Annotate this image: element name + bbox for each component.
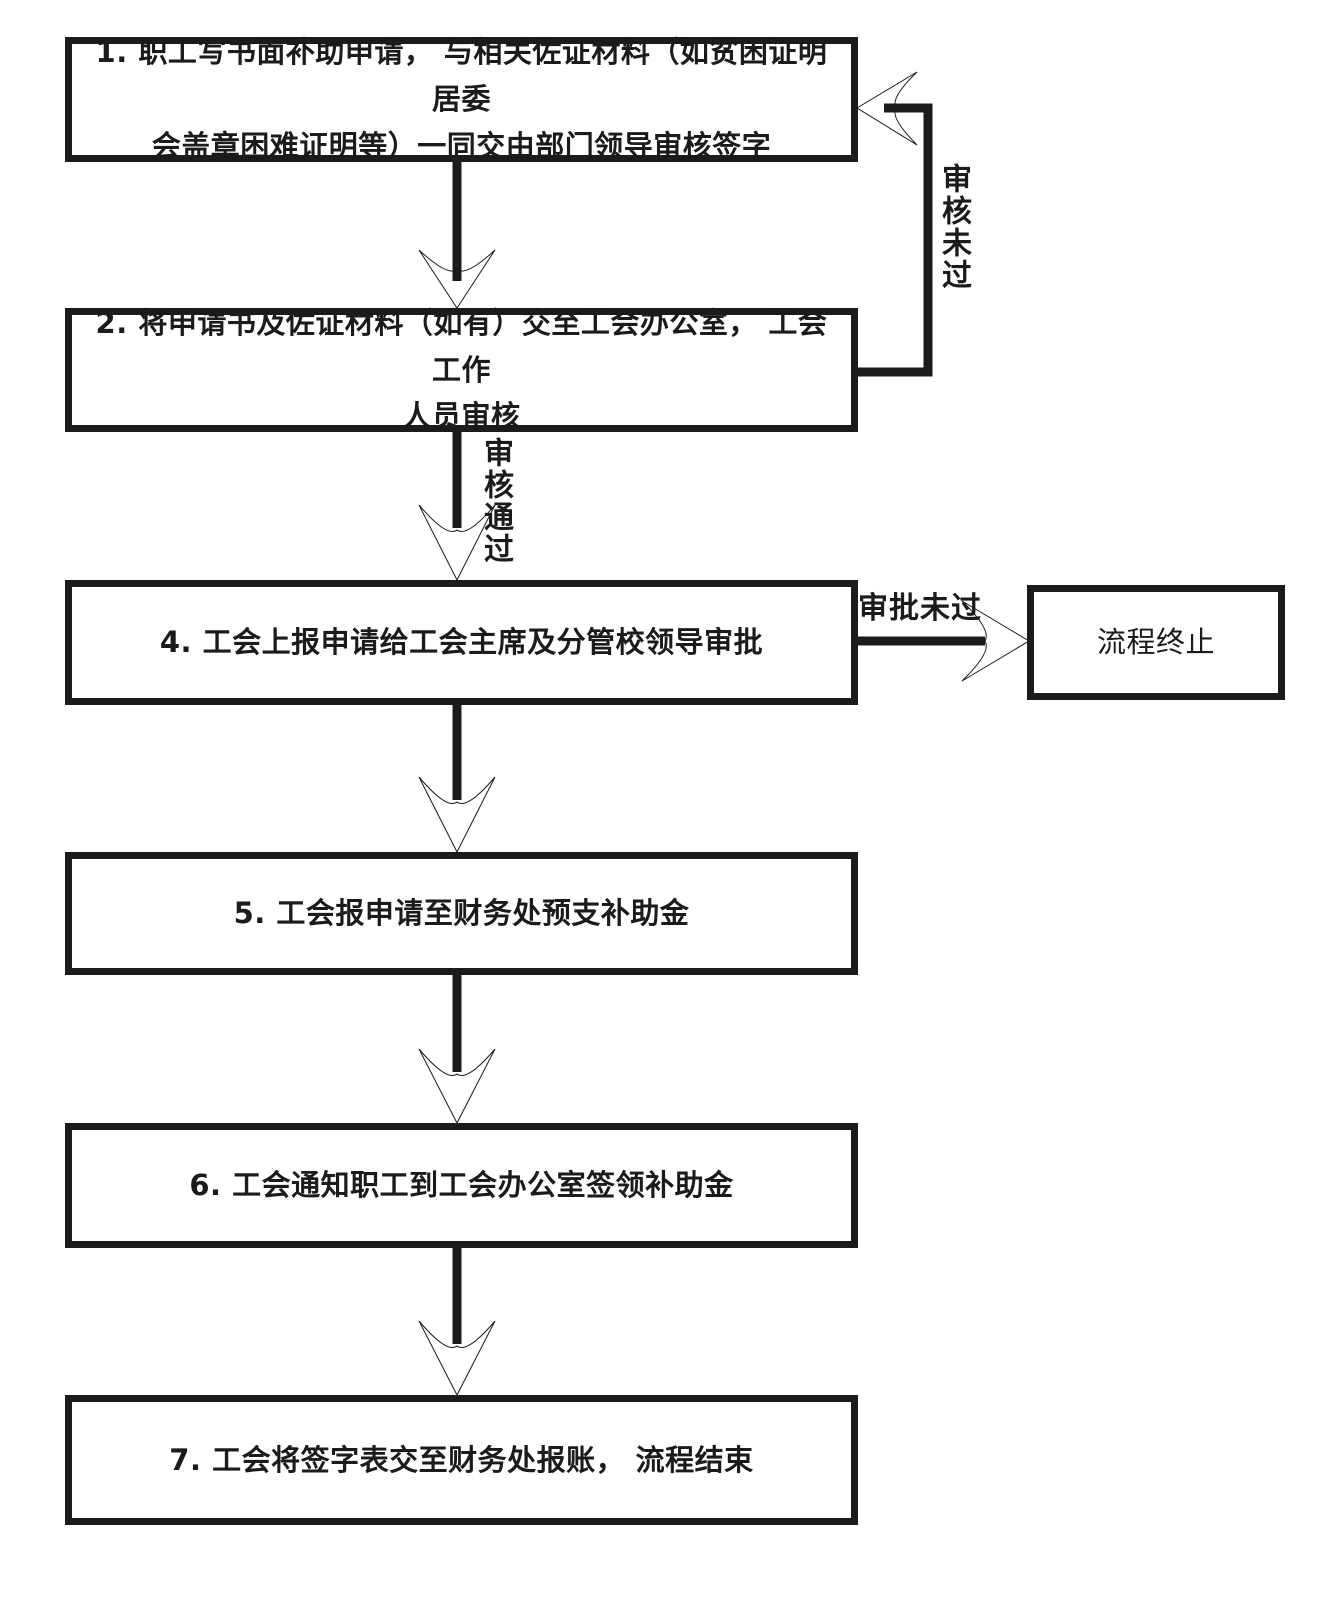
node-step1-label: 1. 职工写书面补助申请， 与相关佐证材料（如贫困证明居委 会盖章困难证明等）一… bbox=[95, 35, 828, 163]
node-step2[interactable]: 2. 将申请书及佐证材料（如有）交至工会办公室， 工会工作 人员审核 bbox=[65, 306, 858, 433]
node-step7[interactable]: 7. 工会将签字表交至财务处报账， 流程结束 bbox=[65, 1395, 858, 1525]
node-step1[interactable]: 1. 职工写书面补助申请， 与相关佐证材料（如贫困证明居委 会盖章困难证明等）一… bbox=[65, 35, 858, 163]
edge-label-approval-failed: 审批未过 bbox=[858, 591, 982, 626]
node-step6-label: 6. 工会通知职工到工会办公室签领补助金 bbox=[189, 1168, 734, 1203]
node-step2-label: 2. 将申请书及佐证材料（如有）交至工会办公室， 工会工作 人员审核 bbox=[95, 305, 828, 434]
node-step7-label: 7. 工会将签字表交至财务处报账， 流程结束 bbox=[169, 1442, 754, 1477]
edge-step2-step1-feedback-line bbox=[858, 103, 933, 377]
edge-step5-step6-arrowhead bbox=[418, 1048, 496, 1125]
edge-step6-step7-arrowhead bbox=[418, 1320, 496, 1397]
node-step4[interactable]: 4. 工会上报申请给工会主席及分管校领导审批 bbox=[65, 580, 858, 705]
node-terminate-label: 流程终止 bbox=[1096, 625, 1215, 660]
node-step5-label: 5. 工会报申请至财务处预支补助金 bbox=[233, 896, 690, 931]
edge-label-review-failed: 审核未过 bbox=[936, 163, 971, 291]
edge-step2-step1-arrowhead bbox=[856, 71, 918, 146]
node-step6[interactable]: 6. 工会通知职工到工会办公室签领补助金 bbox=[65, 1123, 858, 1248]
edge-label-review-passed: 审核通过 bbox=[478, 437, 513, 565]
node-step5[interactable]: 5. 工会报申请至财务处预支补助金 bbox=[65, 852, 858, 975]
edge-step4-step5-arrowhead bbox=[418, 776, 496, 854]
node-terminate[interactable]: 流程终止 bbox=[1027, 585, 1285, 700]
node-step4-label: 4. 工会上报申请给工会主席及分管校领导审批 bbox=[159, 625, 764, 660]
